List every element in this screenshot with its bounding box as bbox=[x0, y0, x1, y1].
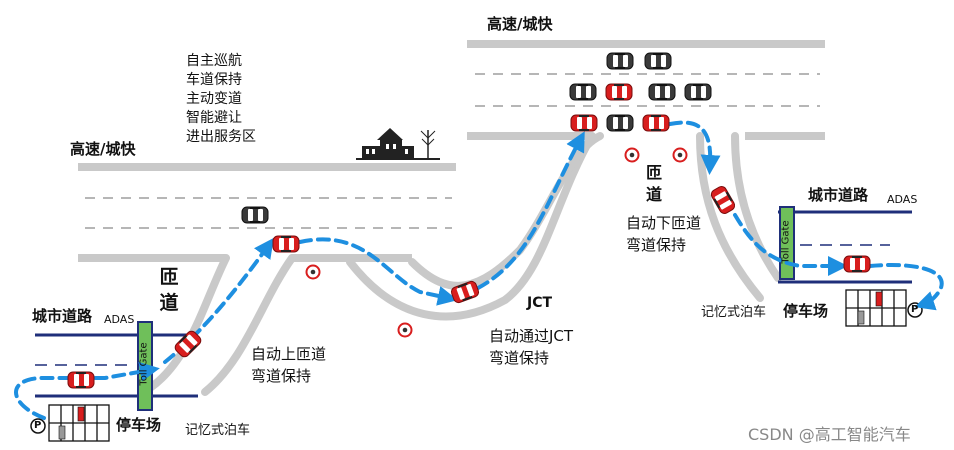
city-road-right-label: 城市道路 bbox=[808, 186, 869, 204]
city-road-left-label: 城市道路 bbox=[32, 307, 93, 325]
ego-car-icon bbox=[843, 255, 871, 273]
feature-item: 进出服务区 bbox=[186, 129, 256, 145]
off-ramp-desc-line1: 自动下匝道 bbox=[626, 214, 702, 232]
other-car-icon bbox=[606, 52, 634, 70]
parking-sign-icon-left bbox=[30, 418, 46, 434]
parking-sign-left-text: P bbox=[34, 420, 42, 431]
service-area-building-icon bbox=[356, 128, 440, 160]
memory-parking-right-label: 记忆式泊车 bbox=[701, 305, 767, 320]
ego-car-icon bbox=[570, 114, 598, 132]
feature-item: 车道保持 bbox=[186, 72, 242, 88]
watermark: CSDN @高工智能汽车 bbox=[748, 425, 911, 444]
feature-item: 主动变道 bbox=[186, 91, 242, 107]
ramp-right-label: 匝道 bbox=[645, 163, 662, 204]
other-car-icon bbox=[606, 114, 634, 132]
highway-left bbox=[78, 163, 456, 262]
other-car-icon bbox=[644, 52, 672, 70]
traffic-sign-icon bbox=[397, 322, 413, 338]
memory-parking-left-label: 记忆式泊车 bbox=[185, 423, 251, 438]
other-car-icon bbox=[648, 83, 676, 101]
highway-top-right-label: 高速/城快 bbox=[487, 15, 553, 33]
ego-car-icon bbox=[272, 235, 300, 253]
other-car-icon bbox=[241, 206, 269, 224]
other-car-icon bbox=[569, 83, 597, 101]
jct-title: JCT bbox=[527, 295, 553, 311]
autonomous-route bbox=[14, 120, 944, 420]
adas-left-label: ADAS bbox=[104, 313, 135, 326]
parking-lot-left bbox=[48, 404, 110, 442]
toll-gate-left-label: Toll Gate bbox=[138, 342, 150, 386]
on-ramp-desc-line1: 自动上匝道 bbox=[251, 345, 327, 363]
feature-list: 自主巡航 车道保持 主动变道 智能避让 进出服务区 bbox=[186, 52, 256, 147]
other-car-icon bbox=[684, 83, 712, 101]
adas-right-label: ADAS bbox=[887, 193, 918, 206]
ego-car-icon bbox=[67, 371, 95, 389]
jct-desc-line1: 自动通过JCT bbox=[489, 327, 574, 345]
highway-top-right bbox=[467, 40, 825, 140]
parking-lot-right bbox=[845, 289, 907, 327]
feature-item: 自主巡航 bbox=[186, 53, 242, 69]
ego-car-icon bbox=[605, 83, 633, 101]
city-road-left bbox=[35, 333, 198, 398]
toll-gate-right-label: Toll Gate bbox=[780, 220, 792, 264]
jct-desc-line2: 弯道保持 bbox=[489, 349, 550, 367]
ramp-left-label: 匝道 bbox=[159, 266, 179, 314]
ramp-curves bbox=[146, 132, 782, 396]
ego-car-icon bbox=[642, 114, 670, 132]
parking-right-label: 停车场 bbox=[783, 302, 829, 320]
toll-gate-right bbox=[779, 206, 795, 280]
parking-sign-right-text: P bbox=[911, 304, 919, 315]
feature-item: 智能避让 bbox=[186, 110, 242, 126]
on-ramp-desc-line2: 弯道保持 bbox=[251, 367, 312, 385]
traffic-sign-icon bbox=[672, 147, 688, 163]
city-road-right bbox=[778, 210, 912, 284]
traffic-sign-icon bbox=[305, 264, 321, 280]
off-ramp-desc-line2: 弯道保持 bbox=[626, 236, 687, 254]
traffic-sign-icon bbox=[624, 147, 640, 163]
parking-left-label: 停车场 bbox=[116, 416, 162, 434]
highway-left-label: 高速/城快 bbox=[70, 140, 136, 158]
